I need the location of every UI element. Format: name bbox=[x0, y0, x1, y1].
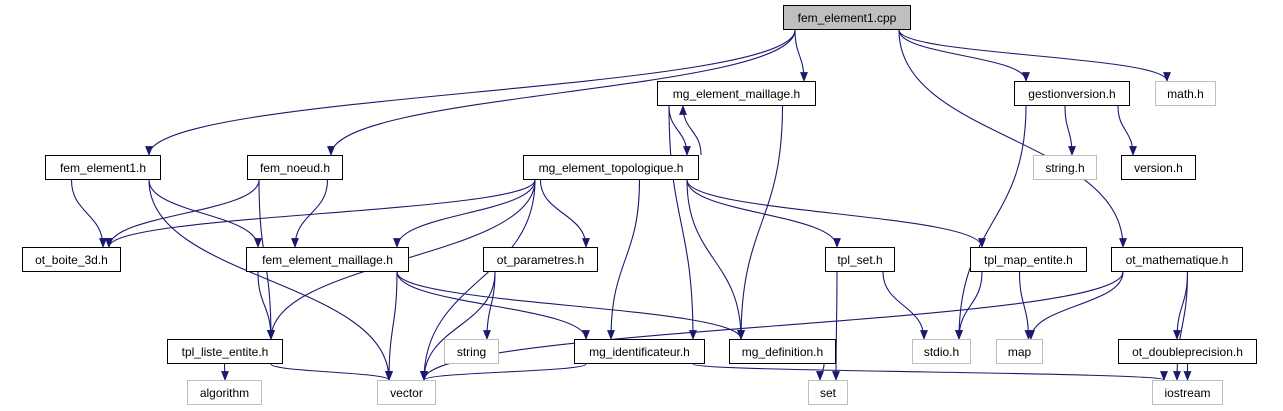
node-tle[interactable]: tpl_liste_entite.h bbox=[167, 339, 283, 364]
edge-fem-to-mgd bbox=[396, 271, 745, 340]
edge-om-to-iostream bbox=[1173, 271, 1189, 381]
node-vector: vector bbox=[377, 380, 436, 405]
node-odp[interactable]: ot_doubleprecision.h bbox=[1118, 339, 1257, 364]
node-fe1h[interactable]: fem_element1.h bbox=[45, 155, 161, 180]
node-gv[interactable]: gestionversion.h bbox=[1014, 81, 1130, 106]
edge-tle-to-vector bbox=[270, 363, 393, 381]
edge-tle-to-algo bbox=[221, 363, 229, 381]
edge-cpp-to-math bbox=[898, 29, 1171, 82]
node-tme[interactable]: tpl_map_entite.h bbox=[970, 247, 1087, 272]
edge-mget-to-ob3d bbox=[105, 179, 536, 248]
node-mgem[interactable]: mg_element_maillage.h bbox=[657, 81, 816, 106]
node-tset[interactable]: tpl_set.h bbox=[825, 247, 895, 272]
edge-cpp-to-fe1h bbox=[145, 29, 796, 156]
edge-fn-to-ob3d bbox=[105, 179, 260, 248]
node-cpp[interactable]: fem_element1.cpp bbox=[783, 5, 911, 30]
node-om[interactable]: ot_mathematique.h bbox=[1111, 247, 1243, 272]
edge-tset-to-set bbox=[832, 271, 840, 381]
node-mgi[interactable]: mg_identificateur.h bbox=[574, 339, 705, 364]
edge-mget-to-vector bbox=[420, 179, 536, 381]
edge-tme-to-stdio bbox=[955, 271, 983, 340]
edge-mget-to-op bbox=[539, 179, 590, 248]
edge-mget-to-mgem bbox=[679, 105, 702, 156]
edge-fn-to-fem bbox=[291, 179, 329, 248]
edge-cpp-to-fn bbox=[327, 29, 796, 156]
node-fn[interactable]: fem_noeud.h bbox=[247, 155, 343, 180]
edge-op-to-vector bbox=[420, 271, 496, 381]
edge-fem-to-vector bbox=[385, 271, 398, 381]
edge-fe1h-to-fem bbox=[148, 179, 262, 248]
edge-gv-to-stringh bbox=[1064, 105, 1076, 156]
edge-mgem-to-mgi bbox=[668, 105, 697, 340]
edge-cpp-to-mgem bbox=[794, 29, 808, 82]
node-version[interactable]: version.h bbox=[1121, 155, 1196, 180]
edge-cpp-to-om bbox=[898, 29, 1127, 248]
edge-mgem-to-mget bbox=[668, 105, 691, 156]
edge-mget-to-tset bbox=[686, 179, 841, 248]
edge-mget-to-mgi bbox=[607, 179, 641, 340]
edge-mget-to-mgd bbox=[686, 179, 745, 340]
node-mget[interactable]: mg_element_topologique.h bbox=[523, 155, 699, 180]
edge-tme-to-map bbox=[1018, 271, 1033, 340]
edge-fe1h-to-ob3d bbox=[70, 179, 107, 248]
node-algo: algorithm bbox=[187, 380, 262, 405]
edge-fe1h-to-vector bbox=[148, 179, 393, 381]
node-string: string bbox=[444, 339, 499, 364]
node-map: map bbox=[996, 339, 1043, 364]
edge-fem-to-tle bbox=[257, 271, 275, 340]
edge-mgi-to-iostream bbox=[692, 363, 1168, 381]
edge-mget-to-fem bbox=[393, 179, 536, 248]
edge-gv-to-stdio bbox=[955, 105, 1027, 340]
node-ob3d[interactable]: ot_boite_3d.h bbox=[22, 247, 121, 272]
node-fem[interactable]: fem_element_maillage.h bbox=[246, 247, 409, 272]
edge-gv-to-version bbox=[1117, 105, 1137, 156]
node-set: set bbox=[808, 380, 848, 405]
edge-om-to-map bbox=[1027, 271, 1124, 340]
node-stringh: string.h bbox=[1033, 155, 1097, 180]
edge-mgem-to-mgd bbox=[737, 105, 784, 340]
edge-mget-to-tme bbox=[686, 179, 986, 248]
edge-mgd-to-set bbox=[816, 363, 825, 381]
edge-tset-to-stdio bbox=[882, 271, 928, 340]
edge-cpp-to-gv bbox=[898, 29, 1030, 82]
node-mgd[interactable]: mg_definition.h bbox=[729, 339, 836, 364]
node-iostream: iostream bbox=[1152, 380, 1223, 405]
node-math: math.h bbox=[1155, 81, 1216, 106]
edge-mgi-to-vector bbox=[420, 363, 587, 381]
node-op[interactable]: ot_parametres.h bbox=[483, 247, 598, 272]
node-stdio: stdio.h bbox=[912, 339, 971, 364]
